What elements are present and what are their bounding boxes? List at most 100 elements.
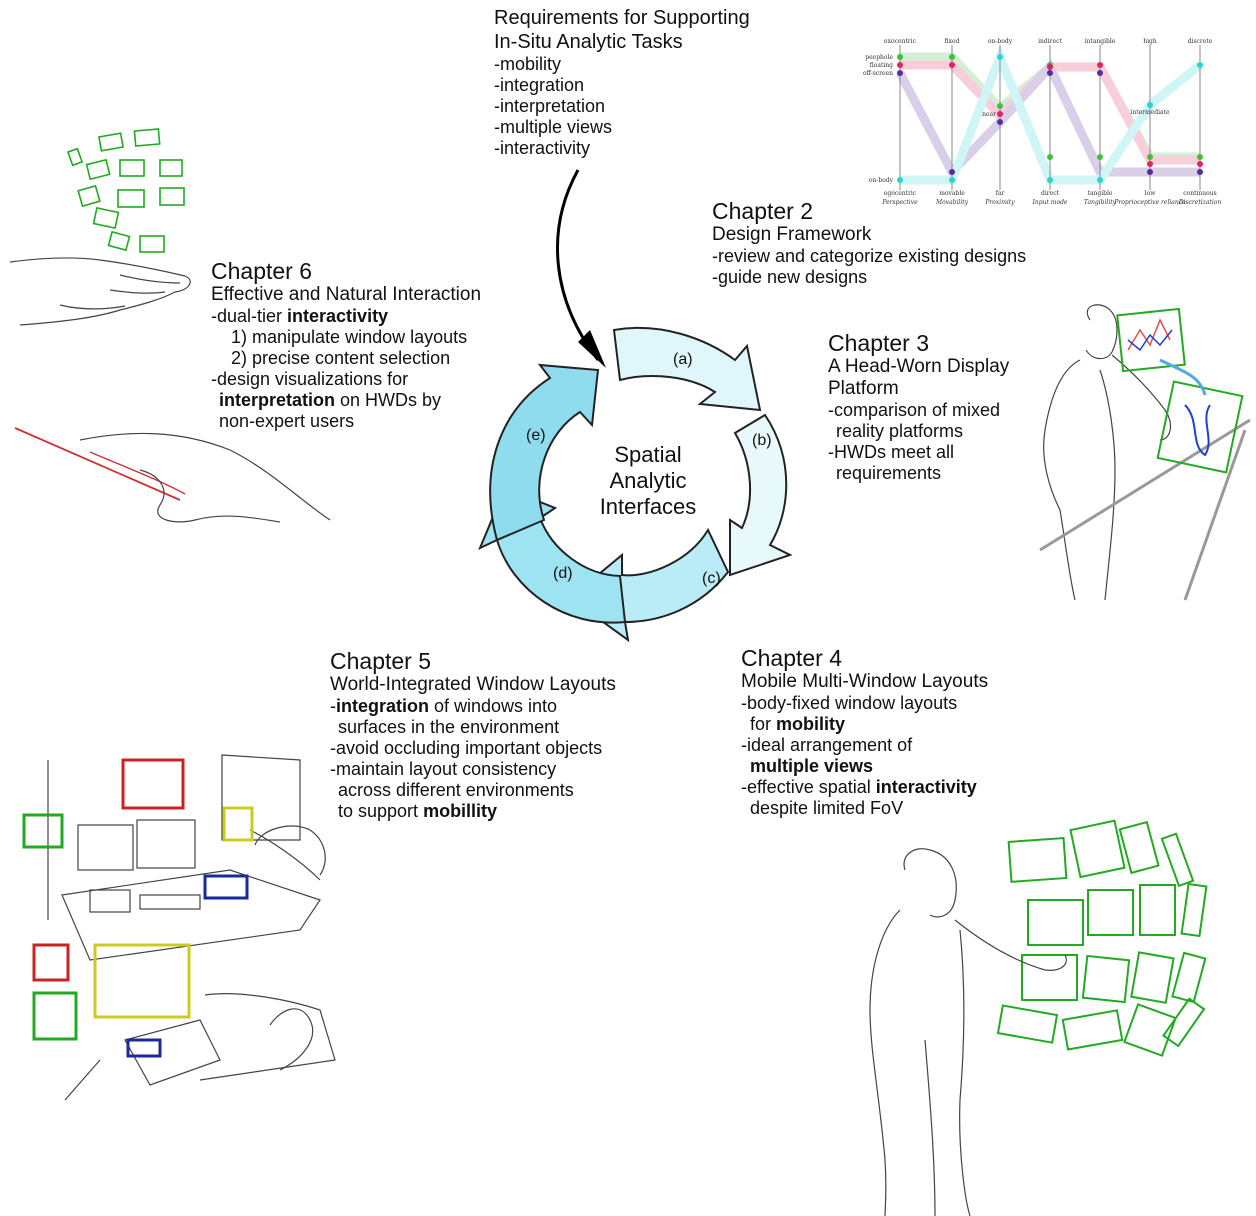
center-label-line1: Spatial — [614, 442, 681, 467]
svg-text:near: near — [982, 111, 996, 118]
svg-text:floating: floating — [870, 62, 893, 69]
chapter4-line: for mobility — [750, 714, 846, 734]
chapter6-line: 2) precise content selection — [231, 348, 451, 368]
chapter6-heading: Chapter 6 — [211, 258, 313, 284]
svg-text:egocentric: egocentric — [884, 190, 917, 197]
chapter5-line: across different environments — [338, 780, 574, 800]
living-room-windows — [32, 943, 191, 1058]
chapter2-line: -review and categorize existing designs — [712, 246, 1027, 266]
requirements-title-line2: In-Situ Analytic Tasks — [494, 31, 683, 53]
chapter5-line: -integration of windows into — [330, 696, 558, 716]
svg-text:intermediate: intermediate — [1130, 109, 1170, 116]
requirement-item: -mobility — [494, 54, 562, 74]
requirement-item: -multiple views — [494, 117, 613, 137]
svg-text:tangible: tangible — [1088, 190, 1113, 197]
svg-text:direct: direct — [1041, 190, 1060, 197]
requirement-item: -integration — [494, 75, 585, 95]
chapter3-line: reality platforms — [836, 421, 964, 441]
hwd-person-illustration — [1039, 304, 1251, 601]
svg-text:discrete: discrete — [1188, 38, 1213, 45]
svg-text:movable: movable — [939, 190, 965, 197]
chapter5-line: surfaces in the environment — [338, 717, 560, 737]
svg-text:Discretization: Discretization — [1178, 199, 1222, 206]
chapter4-heading: Chapter 4 — [741, 645, 843, 671]
svg-text:low: low — [1145, 190, 1157, 197]
chapter3-subtitle: A Head-Worn Display — [828, 356, 1010, 377]
svg-text:fixed: fixed — [945, 38, 960, 45]
svg-text:on-body: on-body — [988, 38, 1013, 45]
chapter2-subtitle: Design Framework — [712, 224, 872, 245]
chapter6-line: -dual-tier interactivity — [211, 306, 389, 326]
requirement-item: -interpretation — [494, 96, 606, 116]
office-windows — [22, 758, 254, 900]
chapter5-block: Chapter 5 World-Integrated Window Layout… — [330, 648, 616, 822]
cycle-arrow-e — [489, 363, 600, 542]
chapter4-block: Chapter 4 Mobile Multi-Window Layouts -b… — [741, 645, 988, 819]
svg-text:high: high — [1143, 38, 1157, 45]
chapter3-block: Chapter 3 A Head-Worn Display Platform -… — [828, 330, 1009, 484]
center-label-line3: Interfaces — [600, 494, 697, 519]
chapter4-line: -effective spatial interactivity — [741, 777, 977, 797]
chapter3-line: requirements — [836, 463, 942, 483]
cycle-arrow-b — [729, 413, 793, 577]
chapter6-line: non-expert users — [219, 411, 355, 431]
svg-text:peephole: peephole — [865, 54, 893, 61]
chapter3-heading: Chapter 3 — [828, 330, 930, 356]
requirements-arrowhead — [578, 330, 606, 368]
chapter4-line: multiple views — [750, 756, 874, 776]
svg-text:Tangibility: Tangibility — [1084, 199, 1117, 206]
hand-windows-illustration — [66, 128, 185, 253]
chapter2-line: -guide new designs — [712, 267, 868, 287]
chapter5-line: -maintain layout consistency — [330, 759, 557, 779]
svg-text:off-screen: off-screen — [863, 70, 893, 77]
requirements-title-line1: Requirements for Supporting — [494, 7, 750, 29]
svg-text:Perspective: Perspective — [881, 199, 918, 206]
chapter6-line: interpretation on HWDs by — [219, 390, 442, 410]
hand-pen-illustration — [14, 427, 331, 523]
office-illustration — [47, 754, 326, 961]
chapter5-heading: Chapter 5 — [330, 648, 432, 674]
cycle-label-e: (e) — [526, 427, 546, 444]
svg-text:Proximity: Proximity — [984, 199, 1015, 206]
svg-text:Movability: Movability — [935, 199, 969, 206]
chapter4-line: despite limited FoV — [750, 798, 904, 818]
svg-text:indirect: indirect — [1038, 38, 1062, 45]
chapter5-subtitle: World-Integrated Window Layouts — [330, 674, 616, 695]
requirements-arrow — [556, 169, 600, 361]
parallel-coordinates-figure: exocentric fixed on-body indirect intang… — [863, 38, 1221, 206]
cycle-label-d: (d) — [553, 565, 573, 582]
requirement-item: -interactivity — [494, 138, 591, 158]
living-room-illustration — [64, 993, 336, 1101]
requirements-block: Requirements for Supporting In-Situ Anal… — [494, 6, 750, 159]
svg-text:on-body: on-body — [869, 177, 894, 184]
cycle-label-a: (a) — [673, 351, 693, 368]
chapter5-line: -avoid occluding important objects — [330, 738, 603, 758]
chapter3-subtitle: Platform — [828, 378, 899, 399]
chapter6-subtitle: Effective and Natural Interaction — [211, 284, 482, 305]
chapter6-line: -design visualizations for — [211, 369, 409, 389]
cycle-label-b: (b) — [752, 432, 772, 449]
center-label-line2: Analytic — [609, 468, 686, 493]
chapter6-block: Chapter 6 Effective and Natural Interact… — [211, 258, 481, 432]
svg-text:continuous: continuous — [1183, 190, 1216, 197]
svg-text:Proprioceptive reliance: Proprioceptive reliance — [1113, 199, 1186, 206]
chapter3-line: -HWDs meet all — [828, 442, 955, 462]
chapter4-subtitle: Mobile Multi-Window Layouts — [741, 671, 989, 692]
chapter6-line: 1) manipulate window layouts — [231, 327, 468, 347]
svg-text:Input mode: Input mode — [1032, 199, 1068, 206]
body-fixed-windows-illustration — [996, 819, 1208, 1057]
chapter4-line: -ideal arrangement of — [741, 735, 913, 755]
cycle-label-c: (c) — [702, 570, 721, 587]
svg-text:far: far — [996, 190, 1005, 197]
hand-outline-top — [9, 257, 191, 326]
chapter2-heading: Chapter 2 — [712, 198, 814, 224]
chapter2-block: Chapter 2 Design Framework -review and c… — [712, 198, 1026, 288]
cycle-arrow-a — [612, 326, 762, 412]
chapter3-line: -comparison of mixed — [828, 400, 1001, 420]
chapter4-line: -body-fixed window layouts — [741, 693, 958, 713]
cycle-diagram — [478, 326, 793, 643]
chapter5-line: to support mobillity — [338, 801, 498, 821]
standing-person-illustration — [869, 848, 1067, 1216]
svg-text:exocentric: exocentric — [884, 38, 917, 45]
